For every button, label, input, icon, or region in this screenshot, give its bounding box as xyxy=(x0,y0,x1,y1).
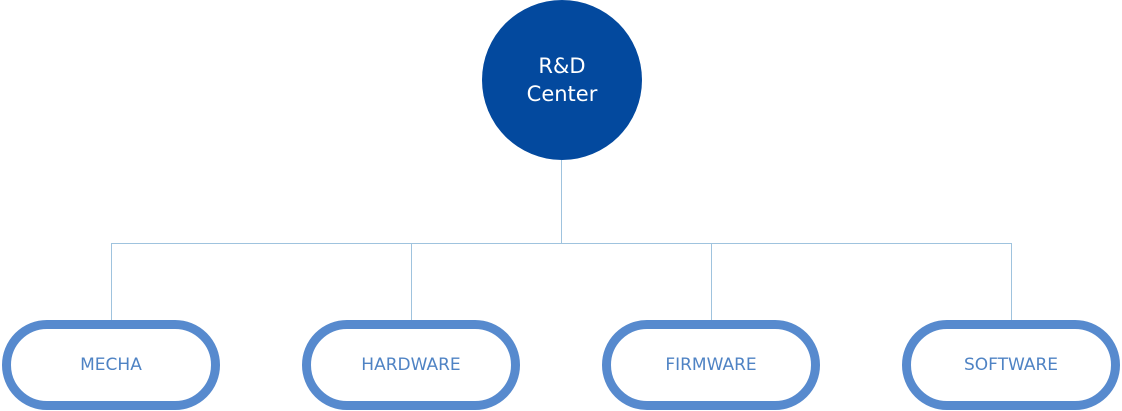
department-firmware: FIRMWARE xyxy=(602,320,820,410)
connector-software xyxy=(1011,243,1012,321)
rd-center-node: R&D Center xyxy=(482,0,642,160)
connector-firmware xyxy=(711,243,712,321)
root-label-line1: R&D xyxy=(538,54,586,78)
department-hardware: HARDWARE xyxy=(302,320,520,410)
department-label: MECHA xyxy=(80,355,142,375)
connector-root-vertical xyxy=(561,160,562,243)
connector-horizontal xyxy=(111,243,1012,244)
connector-hardware xyxy=(411,243,412,321)
department-software: SOFTWARE xyxy=(902,320,1120,410)
department-label: HARDWARE xyxy=(361,355,461,375)
department-label: SOFTWARE xyxy=(963,355,1059,375)
root-label-line2: Center xyxy=(526,82,598,106)
connector-mecha xyxy=(111,243,112,321)
department-label: FIRMWARE xyxy=(665,355,757,375)
department-mecha: MECHA xyxy=(2,320,220,410)
